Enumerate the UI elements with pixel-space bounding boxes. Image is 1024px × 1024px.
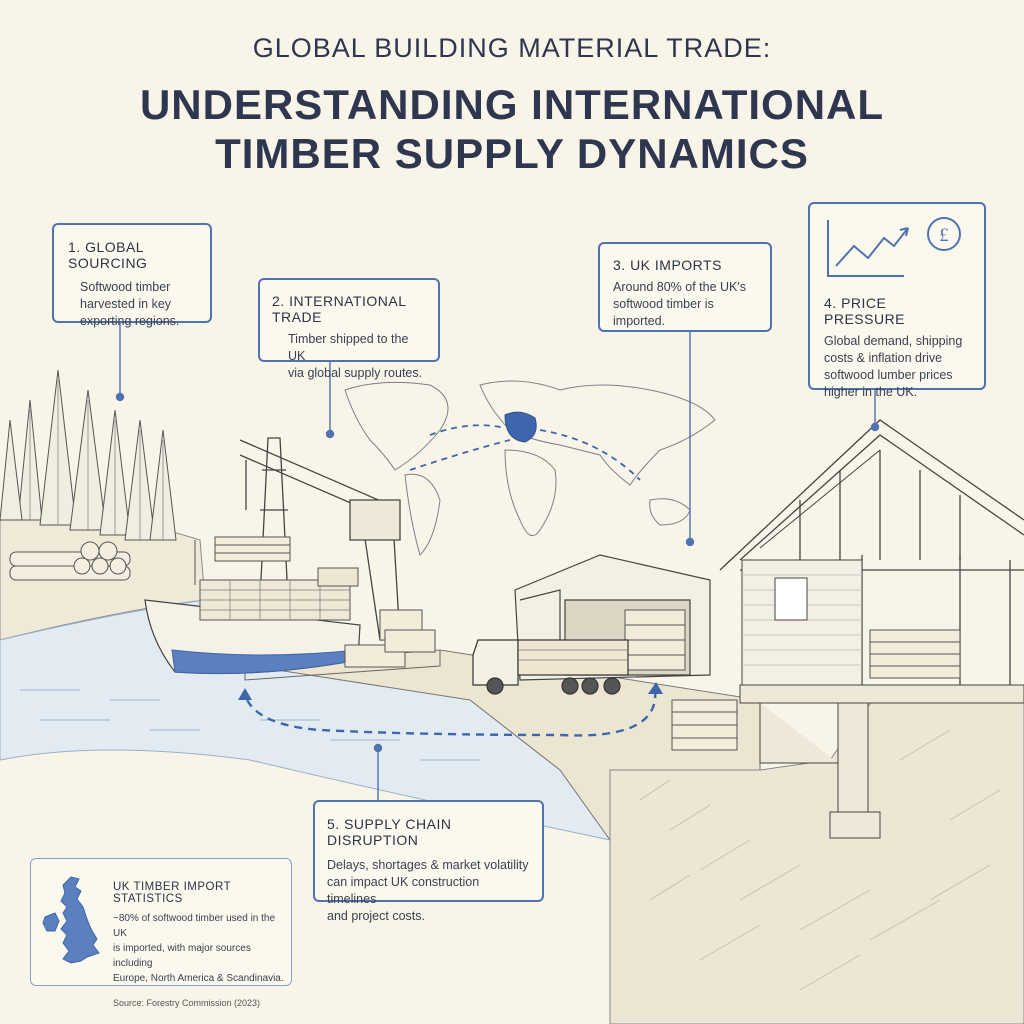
stats-title: UK TIMBER IMPORT STATISTICS xyxy=(113,881,231,905)
step-uk-imports: 3. UK IMPORTS Around 80% of the UK's sof… xyxy=(598,242,772,332)
step-title: 4. PRICE PRESSURE xyxy=(824,295,906,327)
step-description: Global demand, shipping costs & inflatio… xyxy=(824,334,963,399)
timber-truck xyxy=(472,639,629,695)
page-title-line-2: TIMBER SUPPLY DYNAMICS xyxy=(215,130,809,177)
tree-branch-lines xyxy=(29,380,164,540)
warehouse-stacks xyxy=(624,609,686,671)
step-global-sourcing: 1. GLOBAL SOURCING Softwood timber harve… xyxy=(52,223,212,328)
rising-line-chart-icon: £ xyxy=(827,217,961,277)
step-description: Softwood timber harvested in key exporti… xyxy=(80,280,180,328)
uk-map-icon xyxy=(42,876,100,964)
house-timber-stack xyxy=(869,629,961,679)
supply-chain-arrow xyxy=(243,689,657,737)
step-title: 1. GLOBAL SOURCING xyxy=(68,239,148,271)
callout-connectors xyxy=(115,323,880,800)
step-price-pressure: £ 4. PRICE PRESSURE Global demand, shipp… xyxy=(808,202,986,399)
water-ripples xyxy=(20,689,480,761)
svg-text:£: £ xyxy=(939,225,949,246)
stats-source: Source: Forestry Commission (2023) xyxy=(113,998,261,1008)
step-description: Delays, shortages & market volatility ca… xyxy=(327,858,529,923)
step-description: Around 80% of the UK's softwood timber i… xyxy=(613,280,747,328)
house-foundation xyxy=(739,684,1024,839)
page-title-line-1: UNDERSTANDING INTERNATIONAL xyxy=(139,81,885,128)
quay-timber-stack xyxy=(671,699,738,751)
arrowhead-right xyxy=(648,682,663,694)
arrowhead-left xyxy=(238,688,252,700)
europe-highlight xyxy=(504,411,537,443)
suspended-timber-load xyxy=(214,536,291,562)
log-pile xyxy=(9,541,131,581)
pound-sign-icon xyxy=(927,217,961,251)
step-international-trade: 2. INTERNATIONAL TRADE Timber shipped to… xyxy=(258,278,440,380)
stats-description: ~80% of softwood timber used in the UK i… xyxy=(113,913,284,984)
uk-timber-import-statistics-panel: UK TIMBER IMPORT STATISTICS ~80% of soft… xyxy=(30,858,292,1008)
world-map xyxy=(344,380,716,556)
subtitle: GLOBAL BUILDING MATERIAL TRADE: xyxy=(252,33,772,63)
step-title: 5. SUPPLY CHAIN DISRUPTION xyxy=(327,816,452,848)
step-description: Timber shipped to the UK via global supp… xyxy=(288,332,423,380)
cargo-ship xyxy=(144,540,361,675)
step-title: 2. INTERNATIONAL TRADE xyxy=(272,293,407,325)
harbour-crane xyxy=(239,437,401,641)
brick-wall xyxy=(741,559,863,686)
dock-timber-pallets xyxy=(344,609,436,668)
step-title: 3. UK IMPORTS xyxy=(613,257,722,273)
trade-route-lines xyxy=(409,424,641,481)
ground-hatching xyxy=(639,729,1001,991)
step-supply-chain-disruption: 5. SUPPLY CHAIN DISRUPTION Delays, short… xyxy=(313,800,544,923)
